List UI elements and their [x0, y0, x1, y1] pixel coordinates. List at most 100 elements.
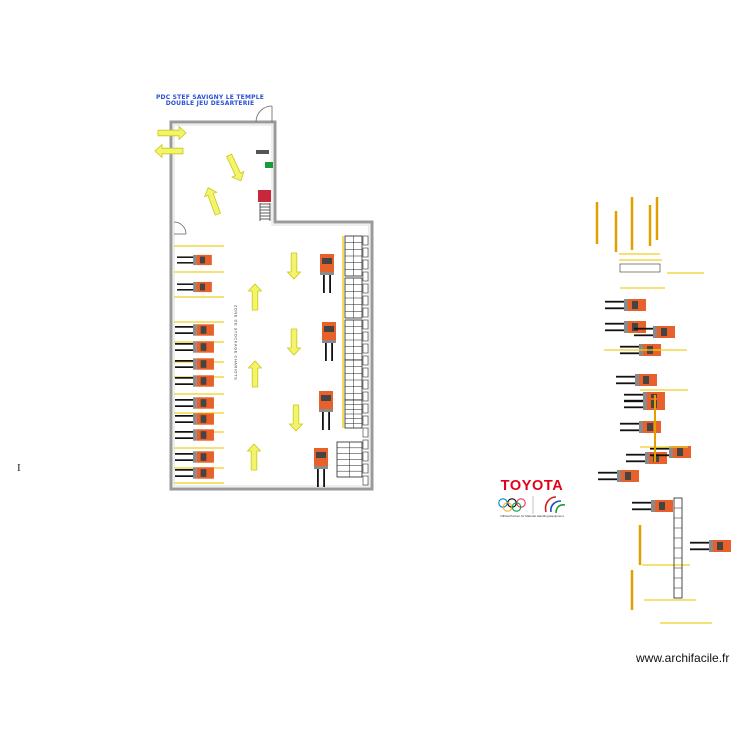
fork — [331, 343, 333, 361]
forklift-icon — [175, 358, 214, 370]
mast — [709, 540, 713, 552]
fork — [690, 548, 710, 551]
toyota-logo: TOYOTA Official Partner for Material Han… — [496, 478, 568, 518]
seat — [200, 469, 207, 477]
fork — [634, 334, 654, 337]
seat — [717, 542, 723, 550]
seat — [199, 283, 206, 291]
fork — [175, 421, 194, 423]
forklift-icon — [175, 413, 214, 425]
mast — [193, 358, 197, 370]
fork — [605, 322, 625, 325]
forklift-icon — [175, 341, 214, 353]
forklift-icon — [175, 429, 214, 441]
forklift-icon — [634, 326, 675, 338]
seat — [632, 323, 638, 331]
charger — [258, 190, 271, 202]
mast — [624, 321, 628, 333]
mast — [193, 324, 197, 336]
rack-end — [362, 439, 369, 450]
forklift-icon — [175, 451, 214, 463]
fork — [175, 459, 194, 461]
seat — [632, 301, 638, 309]
fork — [177, 256, 194, 258]
seat — [200, 399, 207, 407]
rack-end — [362, 295, 369, 306]
seat — [200, 343, 207, 351]
storage-racks — [336, 235, 369, 486]
fork — [175, 343, 194, 345]
rack-end — [362, 379, 369, 390]
fixture — [256, 150, 269, 154]
traffic-arrows — [154, 125, 304, 471]
plan-title-line-1: PDC STEF SAVIGNY LE TEMPLE — [155, 94, 265, 101]
olympic-ring — [511, 502, 522, 512]
fork — [634, 327, 654, 330]
rack-end — [362, 307, 369, 318]
rack-end — [362, 475, 369, 486]
forklift-icon — [175, 397, 214, 409]
forklift-icon — [175, 324, 214, 336]
fork — [175, 366, 194, 368]
rack-end — [362, 367, 369, 378]
zone-label: ZONE DE STOCKAGE CHARIOTS — [233, 304, 239, 381]
fork — [624, 393, 644, 396]
seat — [661, 328, 667, 336]
rack-end — [362, 451, 369, 462]
mast — [193, 254, 197, 266]
fork — [650, 447, 670, 450]
fork — [690, 541, 710, 544]
forklift-icon — [632, 500, 673, 512]
fork — [175, 453, 194, 455]
rack-end — [362, 415, 369, 426]
fork — [317, 469, 319, 487]
fork — [616, 375, 636, 378]
fork — [175, 437, 194, 439]
seat — [200, 326, 207, 334]
fork — [620, 345, 640, 348]
direction-arrow-icon — [247, 283, 263, 311]
forklift-icon — [605, 321, 646, 333]
direction-arrow-icon — [286, 252, 302, 280]
direction-arrow-icon — [157, 125, 187, 141]
fork — [175, 383, 194, 385]
forklift-icon — [690, 540, 731, 552]
fork — [620, 352, 640, 355]
forklift-icon — [605, 299, 646, 311]
side-layout — [595, 197, 712, 624]
forklift-icon — [314, 448, 328, 487]
mast — [320, 272, 334, 275]
direction-arrow-icon — [286, 328, 302, 356]
fork — [626, 453, 646, 456]
mast — [639, 421, 643, 433]
fork — [322, 412, 324, 430]
mast — [643, 398, 647, 410]
direction-arrow-icon — [288, 404, 304, 432]
fork — [175, 349, 194, 351]
forklift-icon — [322, 322, 336, 361]
fork — [175, 326, 194, 328]
fork — [175, 475, 194, 477]
rack-end — [362, 355, 369, 366]
mast — [651, 500, 655, 512]
fork — [177, 289, 194, 291]
mast — [322, 340, 336, 343]
fork — [323, 469, 325, 487]
forklift-icon — [177, 281, 212, 293]
mast — [319, 409, 333, 412]
mast — [193, 429, 197, 441]
fork — [620, 422, 640, 425]
mast — [624, 299, 628, 311]
logo-subtitle: Official Partner for Material Handling E… — [500, 514, 564, 518]
mast — [193, 413, 197, 425]
fork — [323, 275, 325, 293]
paralympic-agitos-icon — [544, 496, 557, 513]
mast — [669, 446, 673, 458]
fork — [624, 406, 644, 409]
logo-brand: TOYOTA — [500, 478, 564, 494]
forklift-icon — [320, 254, 334, 293]
fork — [175, 415, 194, 417]
forklift-icon — [626, 452, 667, 464]
fork — [605, 300, 625, 303]
